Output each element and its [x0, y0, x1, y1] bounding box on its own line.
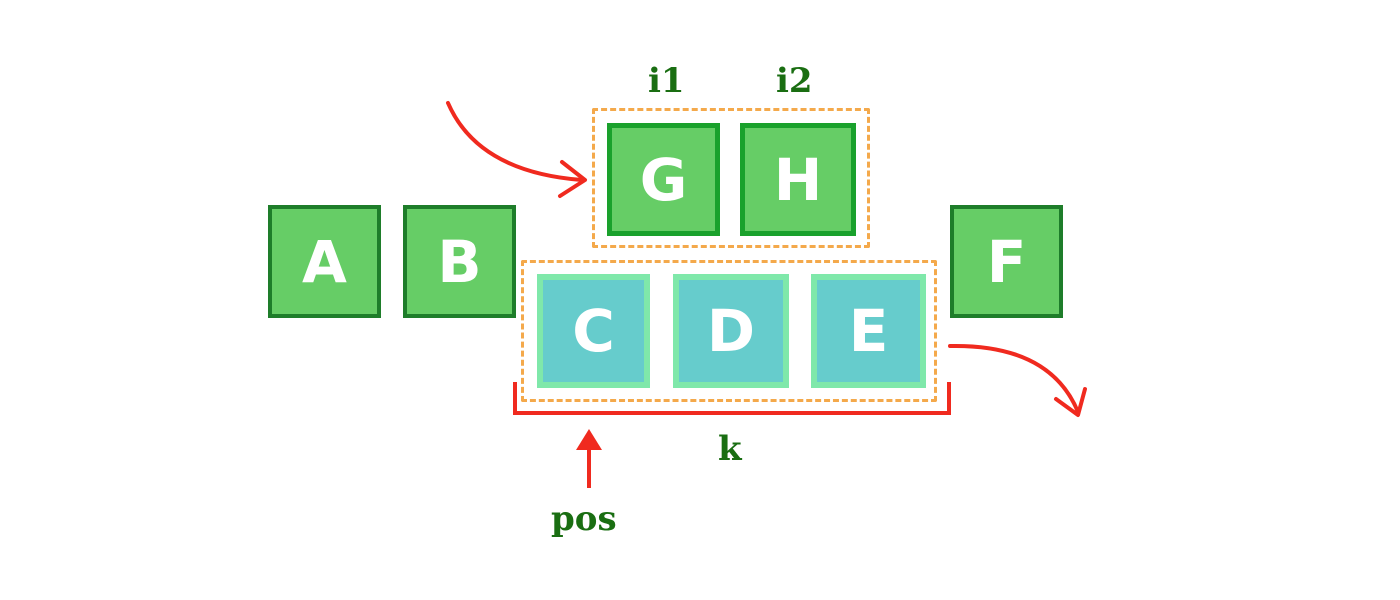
box-b: B — [403, 205, 516, 318]
insert-range-outline — [592, 108, 870, 248]
label-i1: i1 — [648, 61, 685, 101]
box-a: A — [268, 205, 381, 318]
insert-arrow — [446, 101, 584, 182]
insert-arrow-head — [558, 160, 587, 198]
pos-arrow-head — [576, 429, 602, 450]
label-pos: pos — [551, 499, 617, 539]
remove-arrow-head — [1054, 387, 1087, 417]
box-d: D — [673, 274, 789, 388]
label-k: k — [718, 429, 742, 469]
label-i2: i2 — [776, 61, 813, 101]
box-g: G — [607, 123, 720, 236]
box-e: E — [811, 274, 926, 388]
box-h: H — [740, 123, 856, 236]
box-f: F — [950, 205, 1063, 318]
remove-arrow — [948, 343, 1080, 414]
box-c: C — [537, 274, 650, 388]
